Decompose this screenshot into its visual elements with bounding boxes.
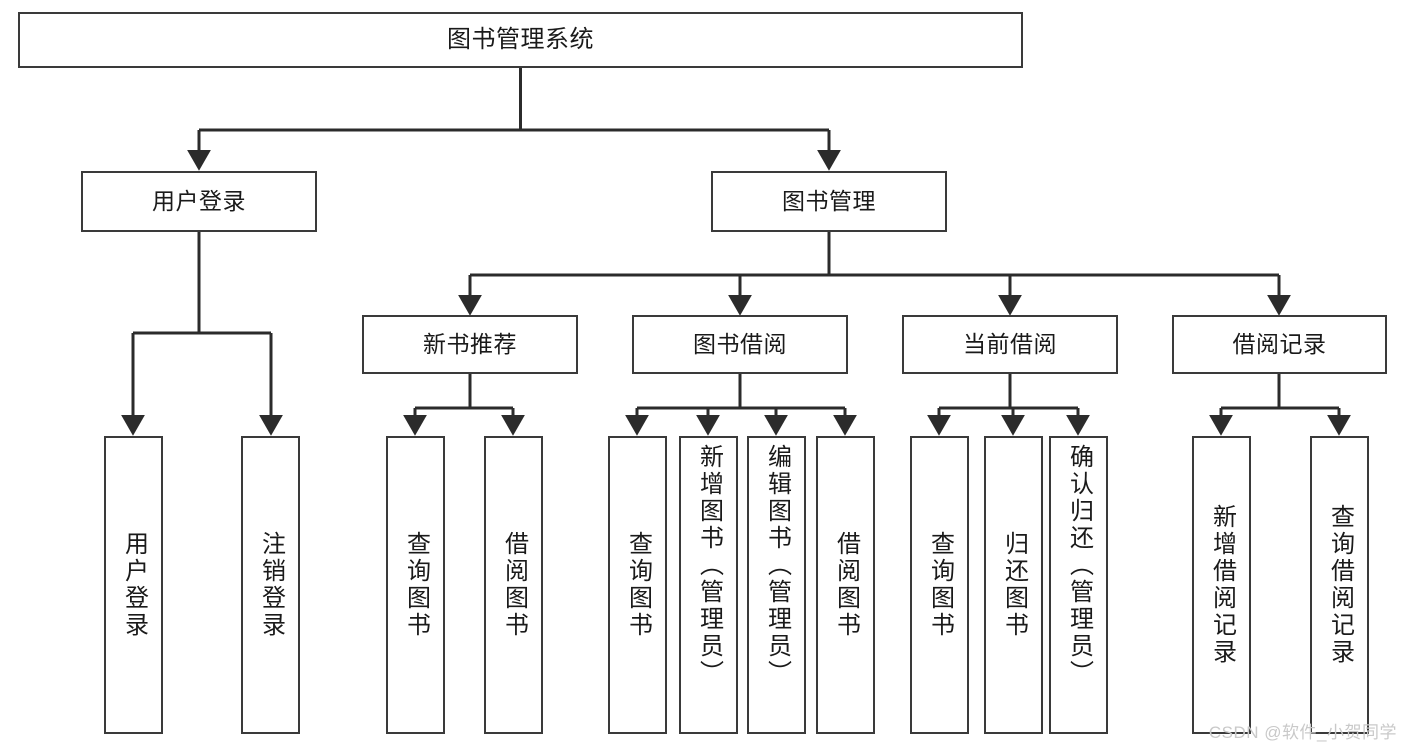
node-new-book-recommend-label: 新书推荐 xyxy=(423,330,517,357)
node-user-login[interactable]: 用户登录 xyxy=(81,171,317,232)
node-user-login-label: 用户登录 xyxy=(152,187,246,214)
node-leaf-borrow-book-1-label: 借阅图书 xyxy=(500,531,528,639)
node-leaf-edit-book[interactable]: 编辑图书（管理员） xyxy=(747,436,806,734)
node-leaf-query-record-label: 查询借阅记录 xyxy=(1326,504,1354,666)
node-leaf-borrow-book-1[interactable]: 借阅图书 xyxy=(484,436,543,734)
node-book-manage[interactable]: 图书管理 xyxy=(711,171,947,232)
node-leaf-user-login-label: 用户登录 xyxy=(120,531,148,639)
node-current-borrow-label: 当前借阅 xyxy=(963,330,1057,357)
node-leaf-edit-book-label: 编辑图书（管理员） xyxy=(763,444,791,687)
node-leaf-return-book[interactable]: 归还图书 xyxy=(984,436,1043,734)
node-leaf-query-book-2[interactable]: 查询图书 xyxy=(608,436,667,734)
node-leaf-return-book-label: 归还图书 xyxy=(1000,531,1028,639)
node-leaf-add-book-label: 新增图书（管理员） xyxy=(695,444,723,687)
node-new-book-recommend[interactable]: 新书推荐 xyxy=(362,315,578,374)
node-current-borrow[interactable]: 当前借阅 xyxy=(902,315,1118,374)
node-book-manage-label: 图书管理 xyxy=(782,187,876,214)
node-leaf-add-book[interactable]: 新增图书（管理员） xyxy=(679,436,738,734)
csdn-watermark: CSDN @软件_小贺同学 xyxy=(1208,723,1397,742)
node-leaf-logout-label: 注销登录 xyxy=(257,531,285,639)
node-leaf-query-book-1-label: 查询图书 xyxy=(402,531,430,639)
node-leaf-add-record[interactable]: 新增借阅记录 xyxy=(1192,436,1251,734)
node-root-label: 图书管理系统 xyxy=(447,25,594,53)
node-book-borrow[interactable]: 图书借阅 xyxy=(632,315,848,374)
node-leaf-borrow-book-2[interactable]: 借阅图书 xyxy=(816,436,875,734)
node-borrow-record[interactable]: 借阅记录 xyxy=(1172,315,1387,374)
node-book-borrow-label: 图书借阅 xyxy=(693,330,787,357)
node-leaf-logout[interactable]: 注销登录 xyxy=(241,436,300,734)
node-leaf-query-book-1[interactable]: 查询图书 xyxy=(386,436,445,734)
node-leaf-query-book-3[interactable]: 查询图书 xyxy=(910,436,969,734)
node-leaf-add-record-label: 新增借阅记录 xyxy=(1208,504,1236,666)
node-leaf-confirm-return[interactable]: 确认归还（管理员） xyxy=(1049,436,1108,734)
node-borrow-record-label: 借阅记录 xyxy=(1232,330,1327,357)
node-root[interactable]: 图书管理系统 xyxy=(18,12,1023,68)
node-leaf-query-book-2-label: 查询图书 xyxy=(624,531,652,639)
node-leaf-query-record[interactable]: 查询借阅记录 xyxy=(1310,436,1369,734)
node-leaf-query-book-3-label: 查询图书 xyxy=(926,531,954,639)
node-leaf-user-login[interactable]: 用户登录 xyxy=(104,436,163,734)
node-leaf-confirm-return-label: 确认归还（管理员） xyxy=(1065,444,1093,687)
node-leaf-borrow-book-2-label: 借阅图书 xyxy=(832,531,860,639)
